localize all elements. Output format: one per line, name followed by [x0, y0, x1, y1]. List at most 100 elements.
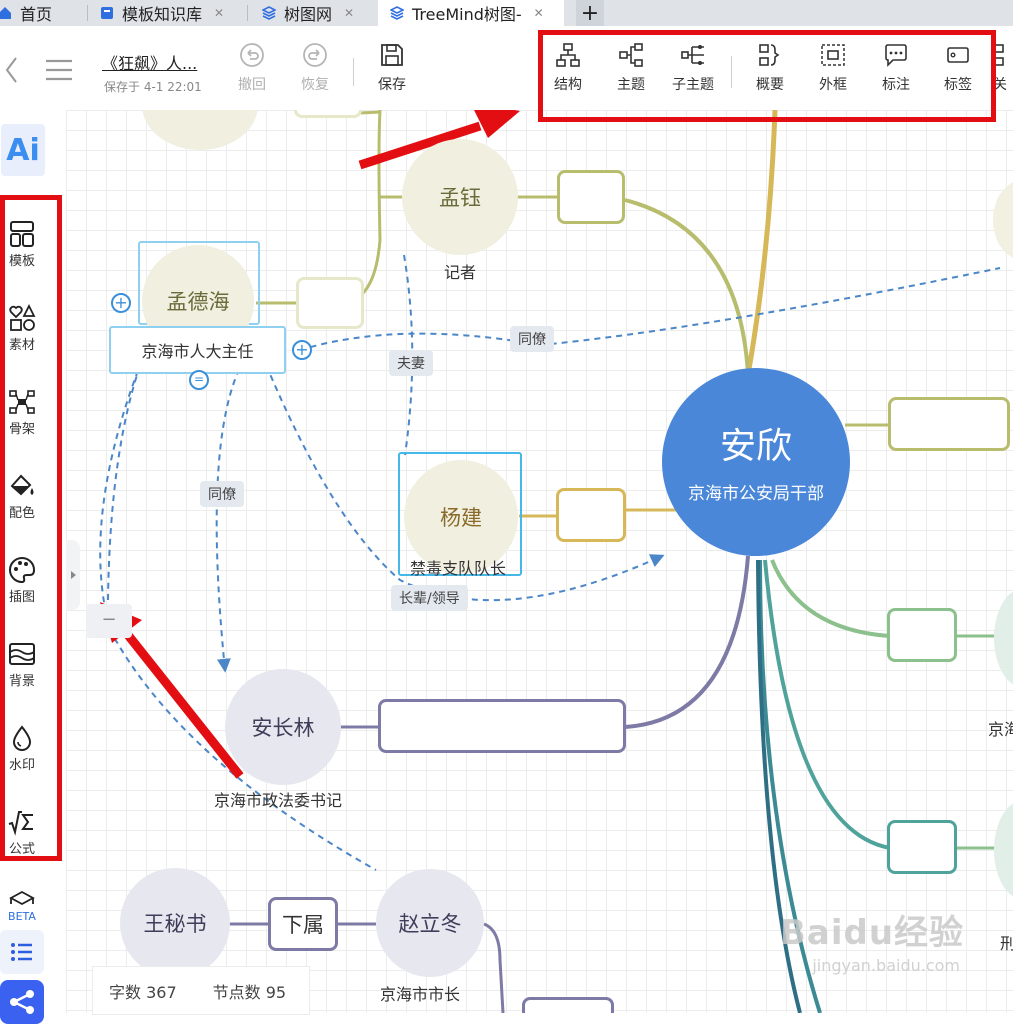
node-name: 孟德海 — [166, 290, 230, 314]
add-node-left-icon[interactable]: + — [111, 293, 131, 313]
sidebar-item-background[interactable]: 背景 — [4, 640, 40, 689]
sidebar-highlight-box — [0, 195, 62, 861]
sidebar-item-template[interactable]: 模板 — [4, 220, 40, 269]
save-button[interactable]: 保存 — [366, 42, 418, 94]
mindmap-node-partial[interactable] — [993, 180, 1013, 260]
node-name: 杨建 — [440, 506, 482, 530]
sidebar-item-formula[interactable]: 公式 — [4, 808, 40, 857]
word-count: 字数 367 — [109, 982, 177, 1002]
close-icon[interactable]: ✕ — [214, 6, 225, 20]
relation-label-colleague[interactable]: 同僚 — [200, 481, 244, 507]
mindmap-canvas[interactable]: 孟钰 记者 孟德海 京海市人大主任 + + = 杨建 禁毒支队队长 安欣 京海市… — [66, 110, 1013, 1013]
redo-icon — [303, 43, 327, 67]
annotation-label: 标注 — [882, 77, 910, 93]
sidebar-item-skeleton[interactable]: 骨架 — [4, 388, 40, 437]
collapse-relation-button[interactable]: − — [86, 604, 132, 638]
close-icon[interactable]: ✕ — [344, 6, 355, 20]
topic-box[interactable] — [888, 397, 1010, 451]
node-role-label: 记者 — [444, 263, 477, 282]
tab-divider — [87, 5, 88, 21]
menu-icon[interactable] — [44, 58, 74, 82]
redo-label: 恢复 — [301, 77, 329, 93]
mindmap-node-center[interactable]: 安欣 京海市公安局干部 — [662, 368, 850, 556]
back-arrow-icon[interactable] — [4, 56, 18, 84]
node-name: 孟钰 — [439, 186, 481, 210]
beta-badge: BETA — [8, 910, 36, 923]
structure-icon — [556, 43, 580, 67]
beta-feature-button[interactable]: BETA — [4, 890, 40, 923]
sidebar-item-color[interactable]: 配色 — [4, 472, 40, 521]
chevron-right-icon — [71, 571, 76, 579]
close-icon[interactable]: ✕ — [533, 6, 544, 20]
node-role-label: 禁毒支队队长 — [410, 559, 507, 578]
relation-label-elder[interactable]: 长辈/领导 — [391, 585, 468, 611]
toolbar-divider — [353, 58, 354, 86]
sidebar-toggle[interactable] — [66, 540, 80, 610]
sidebar-item-material[interactable]: 素材 — [4, 304, 40, 353]
add-node-right-icon[interactable]: + — [292, 340, 312, 360]
relation-icon — [994, 44, 1004, 66]
tag-icon — [947, 47, 969, 63]
mindmap-node-wangmishu[interactable]: 王秘书 — [120, 868, 230, 978]
outline-view-button[interactable] — [0, 930, 44, 974]
topic-box[interactable] — [887, 608, 957, 662]
summary-button[interactable]: 概要 — [744, 42, 796, 94]
relation-label-colleague[interactable]: 同僚 — [510, 326, 554, 352]
relation-button[interactable]: 关 — [993, 42, 1013, 94]
mindmap-node-mengyu[interactable]: 孟钰 — [402, 139, 518, 255]
sidebar-item-label: 骨架 — [8, 422, 35, 437]
document-title[interactable]: 《狂飙》人... — [102, 54, 198, 73]
sidebar-item-label: 背景 — [8, 674, 35, 689]
summary-icon — [759, 44, 780, 66]
collapse-node-icon[interactable]: = — [189, 370, 209, 390]
tag-button[interactable]: 标签 — [932, 42, 984, 94]
redo-button[interactable]: 恢复 — [289, 42, 341, 94]
tab-template-library[interactable]: 模板知识库 ✕ — [100, 0, 245, 26]
mindmap-node-anchanglin[interactable]: 安长林 — [225, 669, 341, 785]
home-icon — [0, 7, 11, 19]
topic-label: 主题 — [617, 77, 645, 93]
toolbar: 《狂飙》人... 保存于 4-1 22:01 撤回 恢复 保存 结构 主题 子主… — [0, 26, 1013, 111]
droplet-icon — [12, 725, 32, 751]
topic-box[interactable] — [556, 488, 626, 542]
topic-box[interactable] — [378, 699, 626, 753]
mindmap-view-button[interactable] — [0, 980, 44, 1024]
node-role-label: 京海市政法委书记 — [214, 791, 343, 810]
mindmap-node-partial[interactable] — [994, 800, 1013, 900]
tab-treemap-net[interactable]: 树图网 ✕ — [262, 0, 372, 26]
structure-button[interactable]: 结构 — [542, 42, 594, 94]
treemind-logo-icon — [390, 6, 404, 20]
ai-button[interactable]: Ai — [1, 124, 45, 176]
mindmap-node-zhaolidong[interactable]: 赵立冬 — [376, 869, 484, 977]
topic-box[interactable] — [522, 997, 614, 1013]
annotation-button[interactable]: 标注 — [870, 42, 922, 94]
toolbar-highlight-box — [538, 30, 996, 122]
tab-label: 树图网 — [284, 5, 333, 24]
subtopic-button[interactable]: 子主题 — [667, 42, 719, 94]
frame-button[interactable]: 外框 — [807, 42, 859, 94]
topic-box[interactable] — [557, 170, 625, 224]
tab-treemind-active[interactable]: TreeMind树图- ✕ — [378, 0, 564, 26]
sidebar-item-watermark[interactable]: 水印 — [4, 724, 40, 773]
tab-home[interactable]: 首页 — [0, 0, 86, 26]
watermark-url: jingyan.baidu.com — [812, 956, 960, 975]
mindmap-node-partial[interactable] — [994, 588, 1013, 688]
topic-box[interactable] — [294, 110, 362, 118]
node-role-editor[interactable]: 京海市人大主任 — [109, 326, 286, 374]
relation-box-subordinate[interactable]: 下属 — [268, 897, 338, 951]
undo-button[interactable]: 撤回 — [226, 42, 278, 94]
frame-label: 外框 — [819, 77, 847, 93]
tab-bar: 首页 模板知识库 ✕ 树图网 ✕ TreeMind树图- ✕ + — [0, 0, 1013, 26]
tag-label: 标签 — [944, 77, 972, 93]
new-tab-button[interactable]: + — [576, 0, 604, 26]
relation-label-couple[interactable]: 夫妻 — [389, 350, 433, 376]
subtopic-label: 子主题 — [672, 77, 714, 93]
topic-button[interactable]: 主题 — [605, 42, 657, 94]
topic-box[interactable] — [296, 277, 364, 329]
sidebar-item-label: 水印 — [8, 758, 35, 773]
sidebar-item-illustration[interactable]: 插图 — [4, 556, 40, 605]
sidebar-item-label: 配色 — [8, 506, 35, 521]
mindmap-node-yangjian[interactable]: 杨建 — [404, 460, 518, 574]
node-role-label: 京海市公安局干部 — [688, 483, 824, 504]
topic-box[interactable] — [887, 820, 957, 874]
